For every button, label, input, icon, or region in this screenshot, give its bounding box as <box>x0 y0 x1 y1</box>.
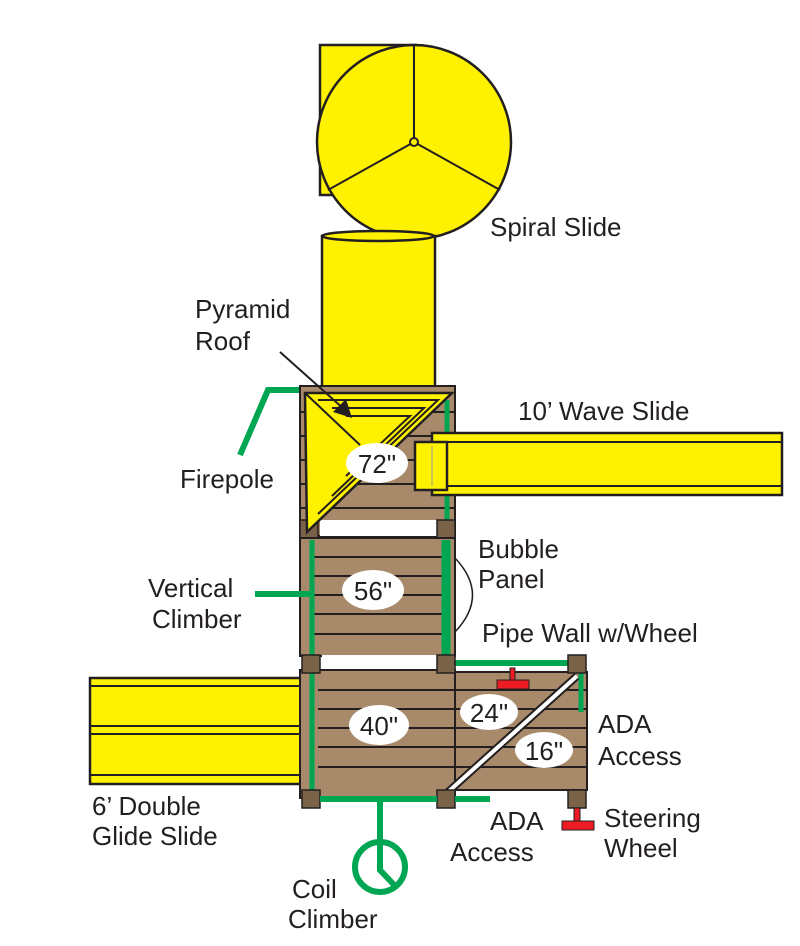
lower-deck <box>299 654 588 809</box>
label-bubble-panel: Bubble <box>478 534 559 564</box>
label-pyramid-roof: Roof <box>195 326 251 356</box>
wheel-icon <box>496 667 530 690</box>
svg-text:16": 16" <box>525 736 563 766</box>
svg-text:72": 72" <box>358 449 396 479</box>
arrow-icon <box>333 399 352 418</box>
height-badge-16: 16" <box>515 732 573 768</box>
label-ada-access-right: ADA <box>598 709 652 739</box>
spiral-slide <box>315 43 513 394</box>
label-ada-access-bottom: ADA <box>490 806 544 836</box>
double-glide-slide <box>88 676 314 786</box>
wave-slide <box>413 431 784 497</box>
label-double-glide-slide: 6’ Double <box>92 791 201 821</box>
label-wave-slide: 10’ Wave Slide <box>518 396 690 426</box>
bubble-panel <box>454 557 474 633</box>
label-steering-wheel: Steering <box>604 803 701 833</box>
height-badge-24: 24" <box>460 694 518 730</box>
height-badge-40: 40" <box>349 705 409 745</box>
label-vertical-climber: Climber <box>152 604 242 634</box>
height-badge-72: 72" <box>346 443 408 483</box>
label-ada-access-right: Access <box>598 741 682 771</box>
label-spiral-slide: Spiral Slide <box>490 212 622 242</box>
label-double-glide-slide: Glide Slide <box>92 821 218 851</box>
coil-climber <box>320 796 490 895</box>
height-badge-56: 56" <box>342 570 404 610</box>
svg-text:56": 56" <box>354 576 392 606</box>
label-coil-climber: Coil <box>292 874 337 904</box>
label-coil-climber: Climber <box>288 904 378 934</box>
label-vertical-climber: Vertical <box>148 573 233 603</box>
svg-text:24": 24" <box>470 698 508 728</box>
label-steering-wheel: Wheel <box>604 833 678 863</box>
label-pipe-wall: Pipe Wall w/Wheel <box>482 618 698 648</box>
steering-wheel-icon <box>561 807 595 831</box>
label-pyramid-roof: Pyramid <box>195 294 290 324</box>
label-firepole: Firepole <box>180 464 274 494</box>
label-bubble-panel: Panel <box>478 564 545 594</box>
svg-text:40": 40" <box>360 711 398 741</box>
firepole <box>237 387 302 457</box>
label-ada-access-bottom: Access <box>450 837 534 867</box>
